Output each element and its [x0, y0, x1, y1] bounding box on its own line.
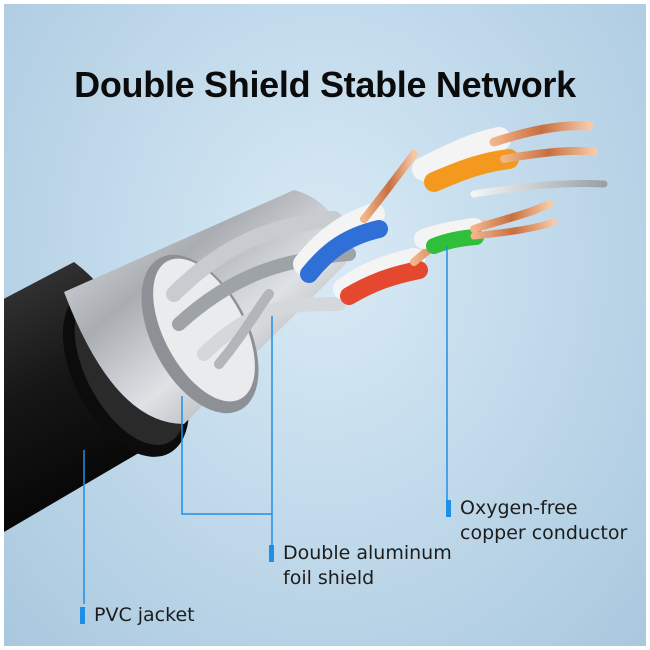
twisted-pair-green	[414, 200, 558, 254]
callout-jacket-line1: PVC jacket	[94, 604, 195, 626]
twisted-pair-orange	[412, 121, 598, 192]
cable-illustration	[4, 121, 608, 604]
page-title: Double Shield Stable Network	[74, 64, 576, 105]
callout-foil-line2: foil shield	[283, 567, 375, 589]
product-image-frame: Double Shield Stable Network Oxygen-free…	[4, 4, 646, 646]
callout-foil-line1: Double aluminum	[283, 542, 452, 564]
callout-marker	[446, 500, 451, 517]
callout-conductor: Oxygen-free copper conductor	[446, 496, 628, 546]
callout-conductor-line1: Oxygen-free	[460, 497, 578, 519]
callout-conductor-line2: copper conductor	[460, 522, 628, 544]
callout-jacket: PVC jacket	[80, 603, 195, 628]
leader-foil-outer	[181, 396, 272, 515]
drain-wire	[470, 179, 608, 198]
callout-marker	[269, 545, 274, 562]
callout-foil: Double aluminum foil shield	[269, 541, 452, 591]
callout-marker	[80, 607, 85, 624]
twisted-pair-blue	[293, 150, 418, 283]
callout-leader-lines	[83, 246, 448, 604]
inner-foil-strands	[166, 211, 356, 369]
